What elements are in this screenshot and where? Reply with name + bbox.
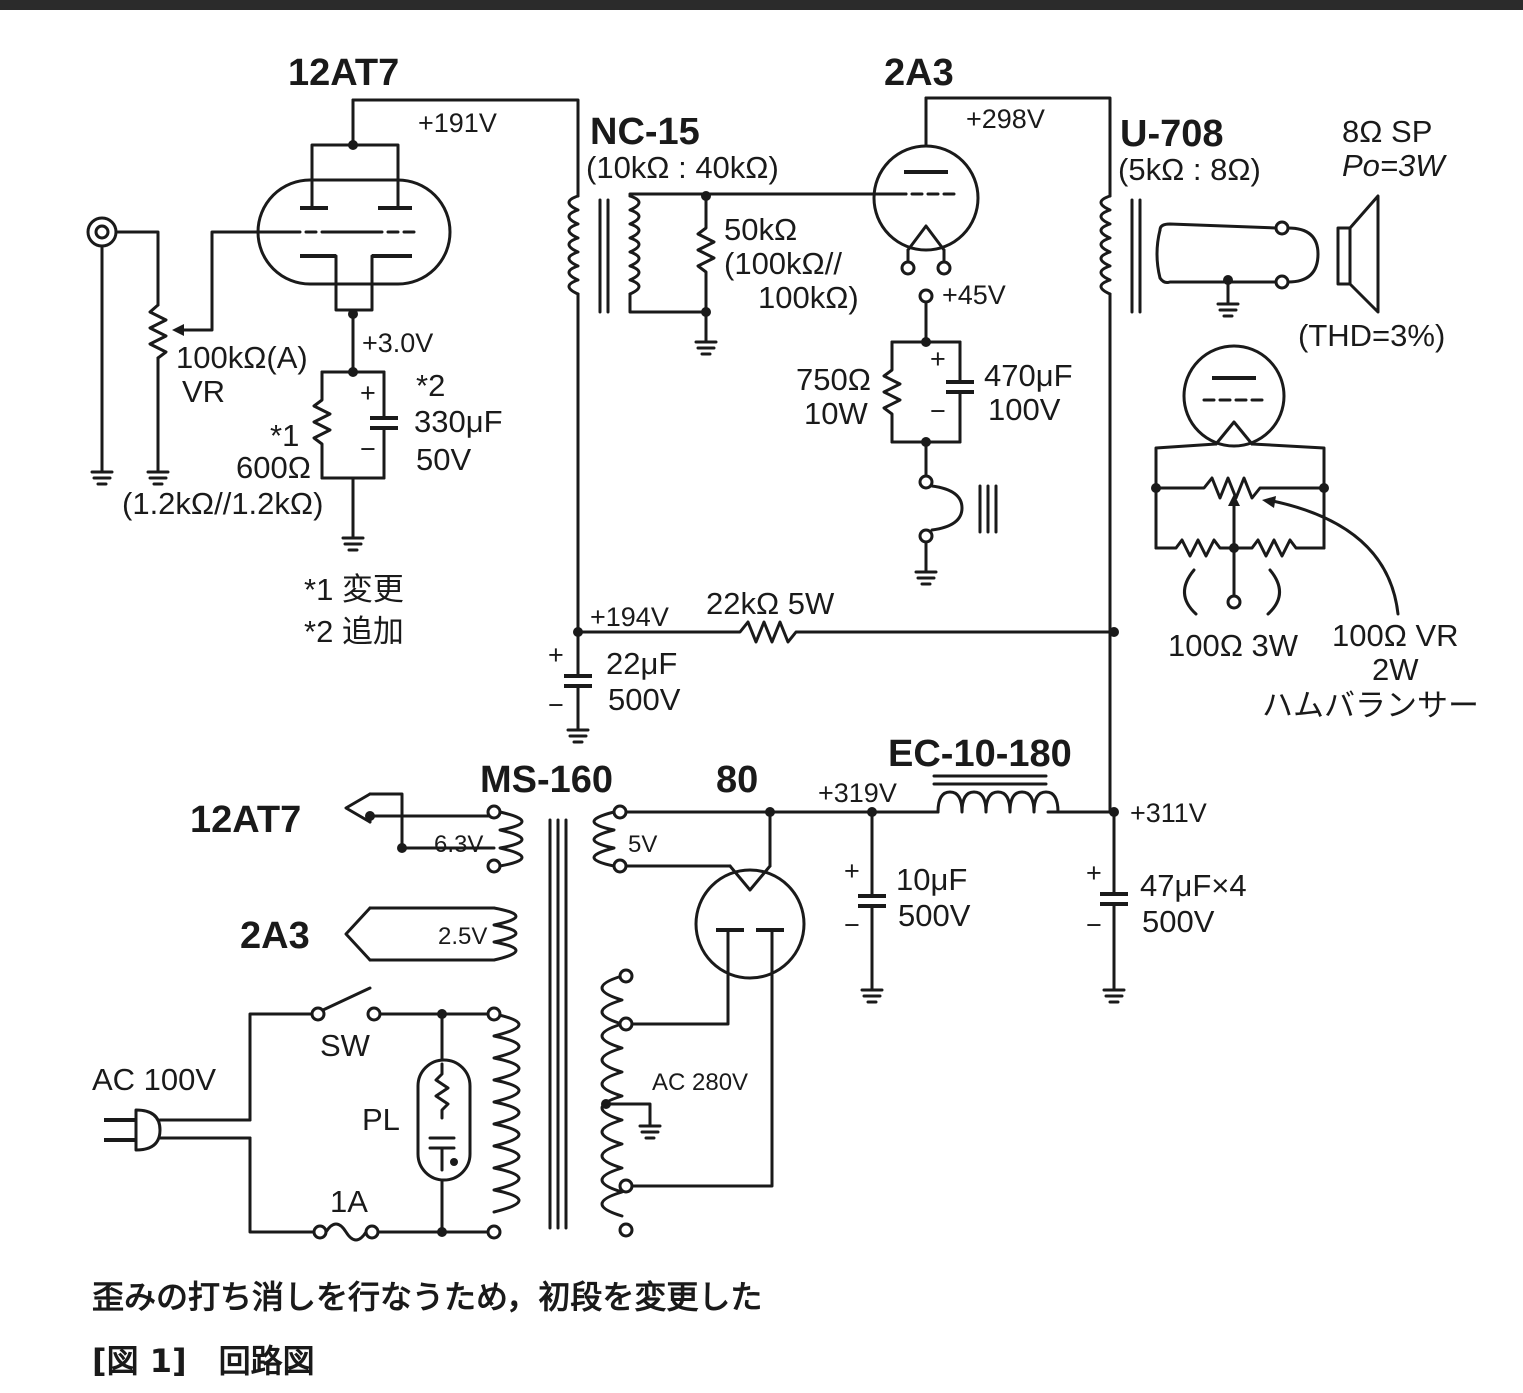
output-name: U-708 <box>1120 113 1224 155</box>
r600-note: (1.2kΩ//1.2kΩ) <box>122 486 323 521</box>
plug-icon <box>104 1108 162 1152</box>
note-2: *2 追加 <box>304 614 404 649</box>
c330-volt: 50V <box>416 442 471 477</box>
power-transformer-core <box>548 818 568 1230</box>
tube-80 <box>624 807 806 1188</box>
heater-2a3-label: 2A3 <box>240 915 310 957</box>
c47-minus: − <box>1086 910 1102 940</box>
c330-value: 330μF <box>414 404 503 439</box>
figure-caption: [図 1] 回路図 <box>92 1342 315 1380</box>
tube-2a3-label: 2A3 <box>884 52 954 94</box>
switch-label: SW <box>320 1028 371 1063</box>
r600-value: 600Ω <box>236 450 311 485</box>
voltage-319: +319V <box>818 778 897 808</box>
mains-circuit <box>158 986 490 1242</box>
r600-mark: *1 <box>270 418 299 453</box>
interstage-transformer <box>351 98 908 632</box>
c10-volt: 500V <box>898 898 971 933</box>
volume-pot <box>146 303 170 486</box>
vr100-watt: 2W <box>1372 652 1419 687</box>
r50k-note2: 100kΩ) <box>758 280 859 315</box>
cap-plus: + <box>360 378 376 408</box>
winding-63v: 6.3V <box>434 831 483 858</box>
interstage-name: NC-15 <box>590 111 700 153</box>
voltage-45: +45V <box>942 280 1006 310</box>
hum-balancer-label: ハムバランサー <box>1262 688 1479 723</box>
interstage-ratio: (10kΩ : 40kΩ) <box>586 150 779 185</box>
r22k: 22kΩ 5W <box>706 586 835 621</box>
speaker-power: Po=3W <box>1342 148 1447 183</box>
power-transformer-name: MS-160 <box>480 759 613 801</box>
winding-25v: 2.5V <box>438 923 487 950</box>
input-jack <box>86 216 160 486</box>
voltage-3v: +3.0V <box>362 328 433 358</box>
top-bar <box>0 0 1523 10</box>
cap-minus: − <box>360 434 376 464</box>
voltage-311: +311V <box>1130 798 1207 828</box>
cap470-minus: − <box>930 396 946 426</box>
voltage-298: +298V <box>966 104 1045 134</box>
c22-plus: + <box>548 640 564 670</box>
c470-volt: 100V <box>988 392 1061 427</box>
vr-value: 100kΩ(A) <box>176 340 308 375</box>
r750-value: 750Ω <box>796 362 871 397</box>
r50k-note1: (100kΩ// <box>724 246 842 281</box>
c22-minus: − <box>548 690 564 720</box>
speaker-label: 8Ω SP <box>1342 114 1432 149</box>
c330-mark: *2 <box>416 368 445 403</box>
c47-value: 47μF×4 <box>1140 868 1247 903</box>
mains-ac: AC 100V <box>92 1062 216 1097</box>
c47-volt: 500V <box>1142 904 1215 939</box>
c10-plus: + <box>844 856 860 886</box>
cap470-plus: + <box>930 344 946 374</box>
cathode-network-2a3 <box>882 300 998 586</box>
winding-5v: 5V <box>628 831 657 858</box>
vr100: 100Ω VR <box>1332 618 1459 653</box>
heater-2a3-winding <box>344 906 518 962</box>
c10-value: 10μF <box>896 862 967 897</box>
cathode-network <box>312 367 398 552</box>
note-1: *1 変更 <box>304 572 404 607</box>
voltage-191: +191V <box>418 108 497 138</box>
fuse-label: 1A <box>330 1184 368 1219</box>
output-ratio: (5kΩ : 8Ω) <box>1118 152 1261 187</box>
tube-12at7 <box>172 98 452 374</box>
vr-label: VR <box>182 374 225 409</box>
bplus-decoupling <box>564 620 1119 744</box>
r100-3w: 100Ω 3W <box>1168 628 1299 663</box>
primary-winding <box>486 1006 521 1240</box>
rectifier-winding <box>592 804 662 1238</box>
c47-plus: + <box>1086 858 1102 888</box>
choke-name: EC-10-180 <box>888 733 1072 775</box>
tube-2a3 <box>872 96 1112 304</box>
r50k-value: 50kΩ <box>724 212 797 247</box>
heater-12at7-winding <box>344 792 524 874</box>
c22-volt: 500V <box>608 682 681 717</box>
speaker-icon <box>1336 194 1380 314</box>
speaker-thd: (THD=3%) <box>1298 318 1445 353</box>
filter-network <box>768 774 1128 1004</box>
winding-ac280: AC 280V <box>652 1069 748 1096</box>
r750-watt: 10W <box>804 396 868 431</box>
c470-value: 470μF <box>984 358 1073 393</box>
output-transformer <box>1099 194 1320 814</box>
caption-subtitle: 歪みの打ち消しを行なうため，初段を変更した <box>92 1278 762 1316</box>
c10-minus: − <box>844 910 860 940</box>
pilot-lamp-label: PL <box>362 1102 400 1137</box>
tube-12at7-label: 12AT7 <box>288 52 399 94</box>
heater-12at7-label: 12AT7 <box>190 799 301 841</box>
hum-balancer <box>1151 344 1400 616</box>
tube-80-label: 80 <box>716 759 758 801</box>
voltage-194: +194V <box>590 602 669 632</box>
c22-value: 22μF <box>606 646 677 681</box>
